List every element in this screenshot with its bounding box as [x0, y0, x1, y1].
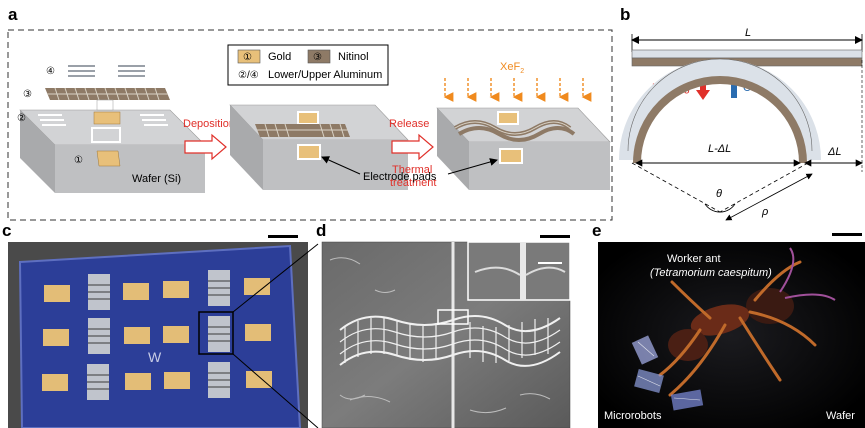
length-label: L: [745, 27, 751, 39]
ant-title-line2: (Tetramorium caespitum): [650, 267, 772, 279]
beam-aluminum: [631, 49, 863, 59]
bent-beam: [619, 58, 821, 164]
l-minus-label: L-ΔL: [708, 143, 731, 155]
thermal-label-2: treatment: [390, 177, 436, 189]
chip-mark: W: [148, 349, 162, 365]
electrode-arrow-left: [321, 156, 361, 175]
panel-label-d: d: [316, 221, 326, 240]
deposition-label: Deposition: [183, 118, 235, 130]
layer4-number: ④: [46, 66, 55, 77]
microrobots: [631, 335, 704, 411]
radius-left: [631, 162, 721, 213]
layer2-number: ②: [17, 113, 26, 124]
rho-arrow: [725, 173, 813, 221]
layer3-number: ③: [23, 89, 32, 100]
upper-aluminum-layer: [68, 65, 145, 77]
deposition-arrow: Deposition: [183, 118, 235, 161]
legend-nitinol-label: Nitinol: [338, 51, 369, 63]
wafer-released: XeF2: [436, 61, 611, 190]
legend-gold-number: ①: [243, 52, 252, 63]
cooling-arrow: [731, 84, 737, 98]
panel-label-e: e: [592, 221, 601, 240]
nitinol-layer: [45, 87, 170, 111]
radius-right: [719, 162, 809, 213]
legend-box: ① Gold ③ Nitinol ②/④ Lower/Upper Aluminu…: [227, 44, 389, 86]
electrode-pads-label: Electrode pads: [363, 171, 437, 183]
thermal-label-1: Thermal: [392, 164, 432, 176]
legend-aluminum-number: ②/④: [238, 70, 259, 81]
layer1-number: ①: [74, 155, 83, 166]
zoom-box: [198, 311, 234, 355]
theta-label: θ: [716, 188, 722, 200]
rho-label: ρ: [761, 206, 768, 218]
zoom-line-bottom: [232, 353, 319, 428]
wafer-deposited: [229, 104, 409, 190]
scale-bar-c: [268, 235, 298, 238]
panel-label-a: a: [8, 5, 18, 24]
wafer-label: Wafer (Si): [132, 173, 181, 185]
panel-label-c: c: [2, 221, 11, 240]
delta-l-label: ΔL: [827, 146, 842, 158]
ant-legs: [658, 260, 817, 397]
chip-devices: [87, 270, 230, 400]
sem-image: [321, 241, 571, 428]
scale-bar-d: [540, 235, 570, 238]
microrobots-label: Microrobots: [604, 410, 662, 422]
xef2-label: XeF2: [500, 61, 524, 75]
legend-nitinol-number: ③: [313, 52, 322, 63]
legend-nitinol-swatch: [307, 49, 331, 64]
zoom-line-top: [232, 243, 319, 313]
wafer-exploded: ④ ③ ② ① Wafer (Si): [17, 65, 206, 193]
legend-gold-swatch: [237, 49, 261, 64]
wafer-label-e: Wafer: [826, 410, 855, 422]
panel-a-frame: [7, 29, 613, 221]
ant-antennae: [779, 247, 836, 301]
legend-gold-label: Gold: [268, 51, 291, 63]
legend-aluminum-label: Lower/Upper Aluminum: [268, 69, 382, 81]
ant-photo: Worker ant (Tetramorium caespitum) Micro…: [598, 242, 865, 428]
release-label: Release: [389, 118, 429, 130]
ant-title-line1: Worker ant: [667, 253, 721, 265]
lower-aluminum-layer: [38, 114, 168, 126]
release-arrow: Release Thermal treatment: [389, 118, 436, 189]
electrode-arrow-right: [447, 158, 498, 175]
gold-pad: [96, 150, 121, 167]
scale-bar-e: [832, 233, 862, 236]
panel-label-b: b: [620, 5, 630, 24]
chip-pads: [42, 278, 272, 391]
xef2-arrows: [443, 78, 592, 102]
